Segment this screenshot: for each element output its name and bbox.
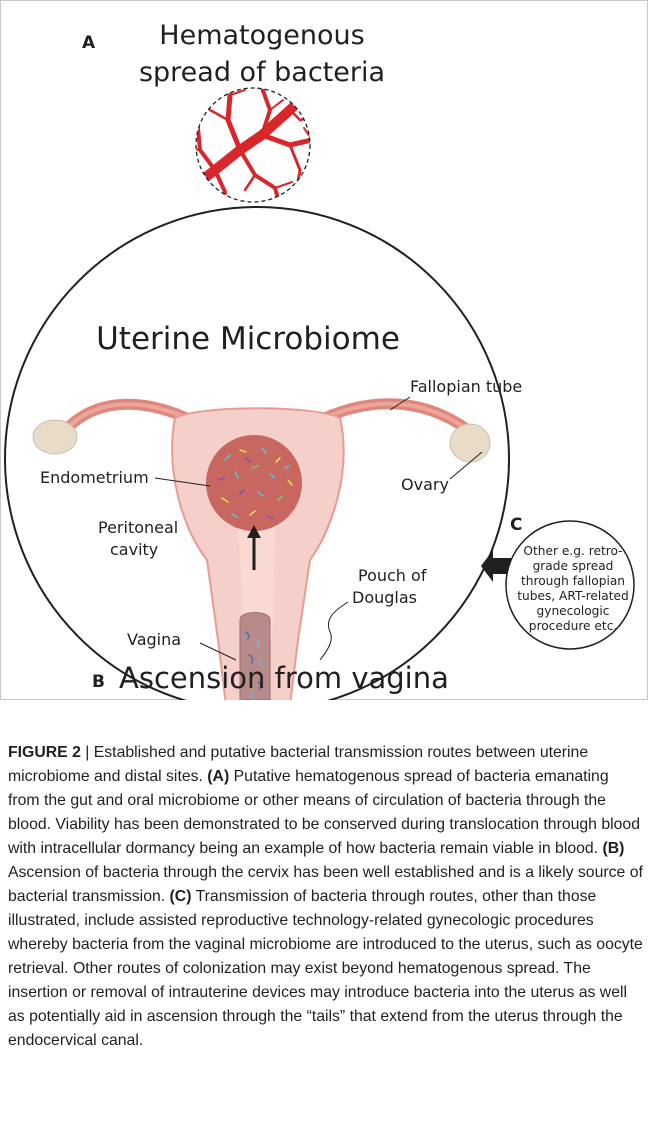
label-endometrium: Endometrium <box>40 468 149 487</box>
panel-a-letter: A <box>82 33 96 53</box>
panel-c-line-1: Other e.g. retro- <box>523 544 622 558</box>
panel-c-line-3: through fallopian <box>521 574 625 588</box>
panel-b-title: Ascension from vagina <box>119 661 449 695</box>
caption-separator: | <box>81 744 94 761</box>
panel-c: C Other e.g. retro- grade spread through… <box>481 515 634 649</box>
caption-c-label: (C) <box>170 888 192 905</box>
caption-figure-label: FIGURE 2 <box>8 744 81 761</box>
label-peritoneal-1: Peritoneal <box>98 518 178 537</box>
panel-c-line-5: gynecologic <box>537 604 610 618</box>
panel-b-letter: B <box>92 672 105 692</box>
diagram: A Hematogenous spread of bacteria <box>0 0 650 700</box>
label-vagina: Vagina <box>127 630 181 649</box>
label-peritoneal-2: cavity <box>110 540 158 559</box>
label-pouch-1: Pouch of <box>358 566 427 585</box>
panel-c-line-6: procedure etc. <box>529 619 618 633</box>
label-pouch-2: Douglas <box>352 588 417 607</box>
panel-a-title-line2: spread of bacteria <box>139 57 385 88</box>
caption-c-text: Transmission of bacteria through routes,… <box>8 888 643 1049</box>
figure-caption: FIGURE 2 | Established and putative bact… <box>8 741 644 1053</box>
blood-vessel-illustration <box>180 80 320 210</box>
panel-c-letter: C <box>510 515 522 535</box>
endometrium <box>206 435 302 531</box>
label-ovary: Ovary <box>401 475 449 494</box>
main-title: Uterine Microbiome <box>96 321 400 357</box>
panel-c-line-2: grade spread <box>533 559 614 573</box>
panel-a-title-line1: Hematogenous <box>159 20 364 51</box>
label-fallopian-tube: Fallopian tube <box>410 377 522 396</box>
caption-b-label: (B) <box>602 840 624 857</box>
panel-c-line-4: tubes, ART-related <box>517 589 629 603</box>
caption-a-label: (A) <box>207 768 229 785</box>
